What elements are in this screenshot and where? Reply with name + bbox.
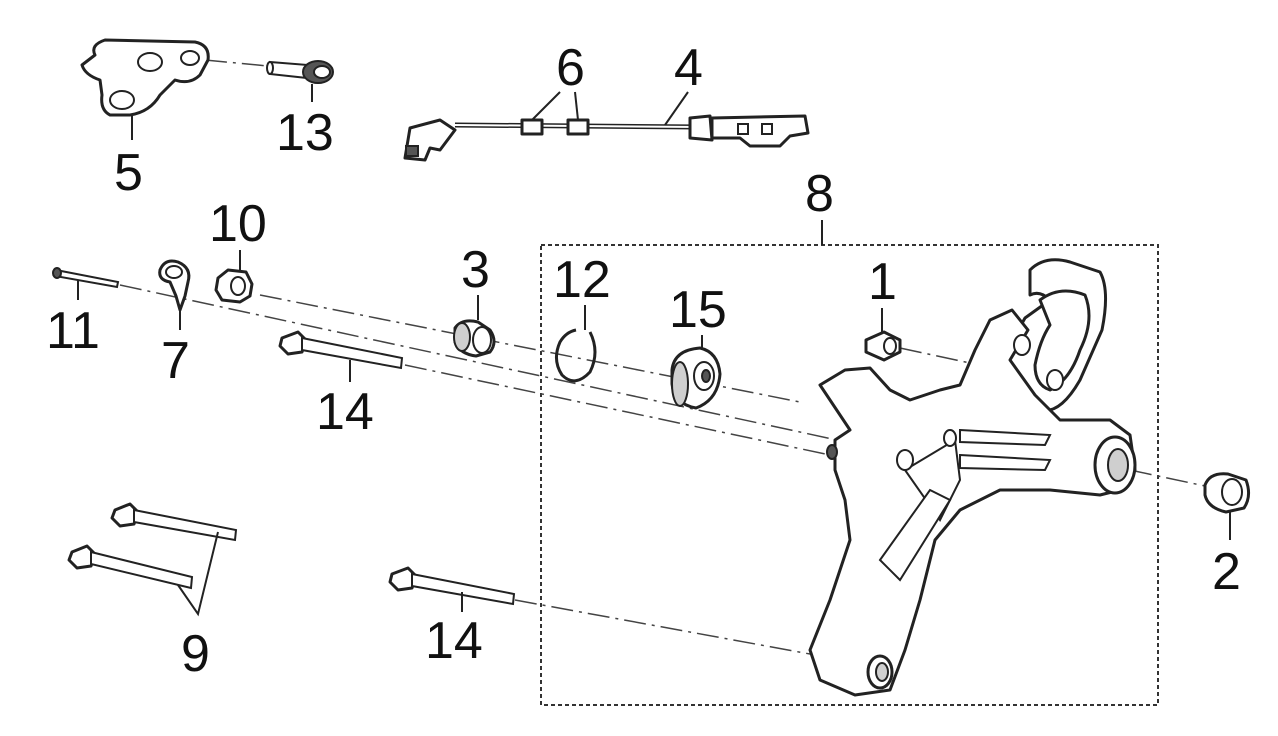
assembly-frame [540,244,1159,706]
callout-12: 12 [553,251,611,309]
pin-part-11 [52,267,120,289]
callout-14-upper: 14 [316,383,374,441]
callout-15: 15 [669,281,727,339]
collar-part-1 [864,330,902,362]
leader-6b [574,91,579,121]
axis-line-upper [119,284,861,446]
bushing-part-2 [1203,472,1251,514]
callout-3: 3 [461,241,490,299]
axis-line-bolt [404,364,831,456]
callout-6: 6 [556,39,585,97]
callout-7: 7 [161,332,190,390]
bolt-part-14-lower [388,566,516,606]
bracket-part-5 [80,38,210,117]
arm-casting-part-8 [808,258,1137,697]
snap-ring-part-12 [555,328,597,383]
callout-11: 11 [46,302,100,360]
callout-8: 8 [805,165,834,223]
callout-9: 9 [181,625,210,683]
sensor-wire-part-4 [403,114,810,162]
wire-clamp-part-6 [520,118,590,136]
clip-part-7 [158,259,191,312]
leader-9 [177,531,219,617]
sleeve-bolt-part-13 [266,60,334,84]
callout-4: 4 [674,39,703,97]
bolt-part-14-upper [278,330,404,370]
callout-2: 2 [1212,543,1241,601]
bearing-part-15 [670,346,722,410]
bolt-part-9 [67,502,238,590]
axis-line-bushing [1129,469,1206,487]
callout-14-lower: 14 [425,612,483,670]
nut-part-10 [214,268,254,304]
axis-line-top-bolt [204,59,269,67]
leader-4 [664,91,689,126]
callout-1: 1 [868,253,897,311]
callout-10: 10 [209,195,267,253]
callout-13: 13 [276,104,334,162]
leader-6a [531,91,561,121]
bushing-part-3 [453,319,496,358]
callout-5: 5 [114,144,143,202]
